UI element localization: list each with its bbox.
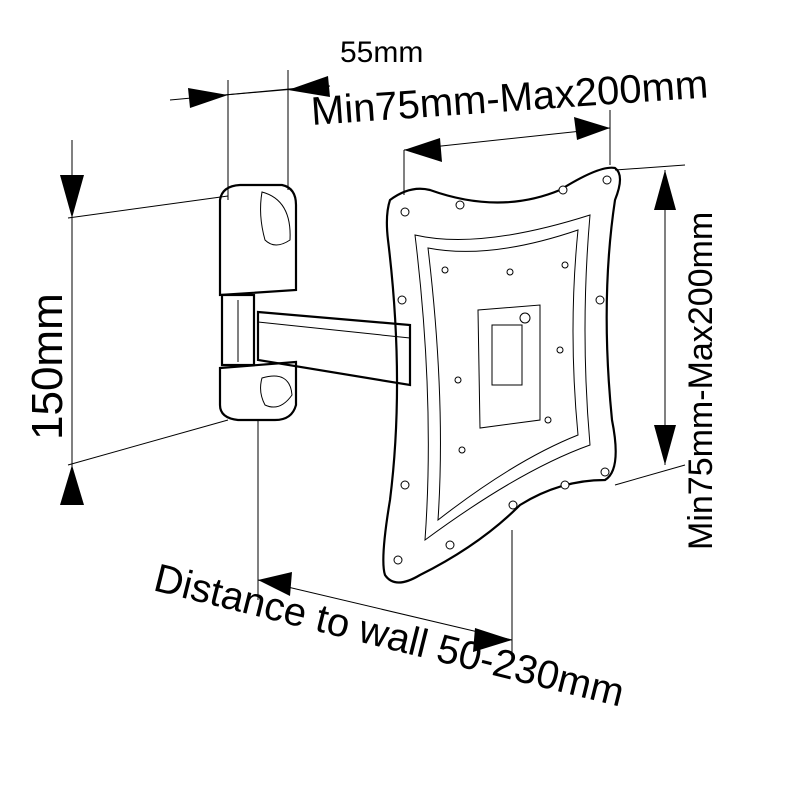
vesa-plate xyxy=(382,166,622,584)
vesa-horizontal-label: Min75mm-Max200mm xyxy=(310,62,710,134)
mounting-holes xyxy=(393,175,612,565)
vesa-vertical-label: Min75mm-Max200mm xyxy=(682,212,720,550)
arm-width-label: 55mm xyxy=(340,36,423,69)
dimension-arrows xyxy=(60,76,676,652)
wall-plate xyxy=(218,183,298,422)
plate-height-label: 150mm xyxy=(23,293,72,440)
swing-arm xyxy=(256,310,412,387)
